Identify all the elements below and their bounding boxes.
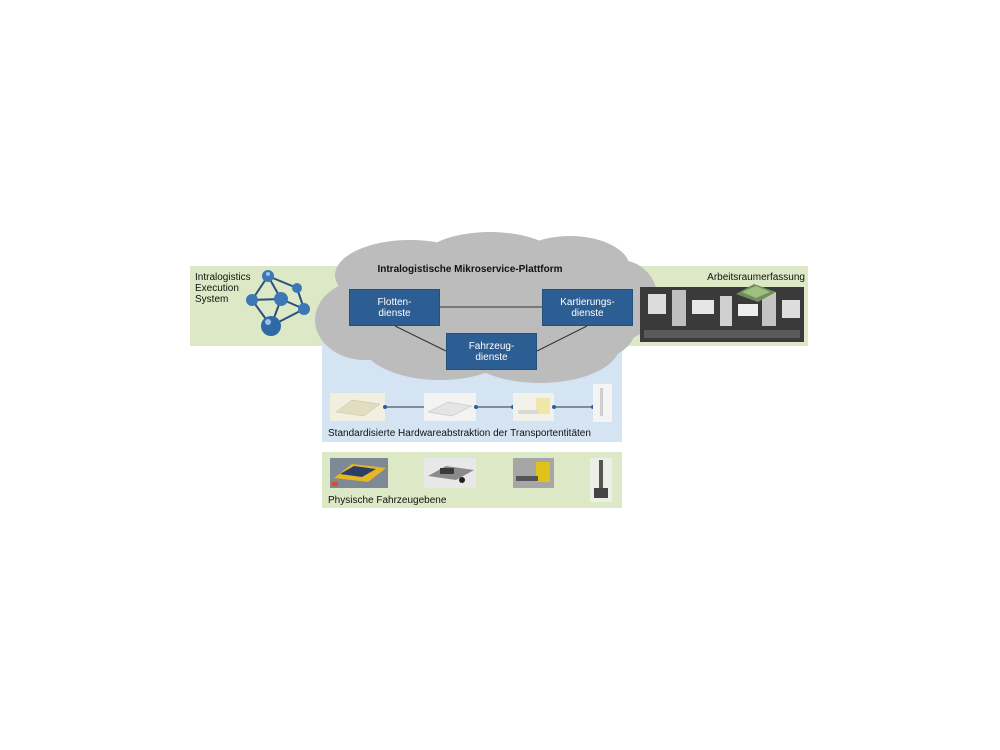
connector-karten-fahrzeug bbox=[536, 325, 588, 352]
platform-vehicle-photo bbox=[424, 458, 476, 488]
forklift-model-icon bbox=[513, 393, 554, 421]
physical-layer-label: Physische Fahrzeugebene bbox=[328, 495, 447, 506]
hardware-abstraction-label: Standardisierte Hardwareabstraktion der … bbox=[328, 428, 591, 439]
fleet-services-box: Flotten- dienste bbox=[349, 289, 440, 326]
ies-label: Intralogistics Execution System bbox=[195, 272, 251, 305]
network-graph-icon bbox=[246, 270, 310, 336]
workspace-label: Arbeitsraumerfassung bbox=[707, 272, 805, 283]
platform-vehicle-model-icon bbox=[424, 393, 476, 421]
workspace-scan-photo bbox=[640, 284, 804, 342]
mobile-robot-photo bbox=[590, 458, 612, 502]
mobile-robot-model-icon bbox=[593, 384, 612, 422]
vehicle-services-box: Fahrzeug- dienste bbox=[446, 333, 537, 370]
platform-title: Intralogistische Mikroservice-Plattform bbox=[377, 264, 563, 275]
forklift-photo bbox=[513, 458, 554, 488]
agv-model-icon bbox=[330, 393, 385, 421]
connector-flotten-fahrzeug bbox=[394, 325, 447, 352]
agv-photo bbox=[330, 458, 388, 488]
mapping-services-box: Kartierungs- dienste bbox=[542, 289, 633, 326]
